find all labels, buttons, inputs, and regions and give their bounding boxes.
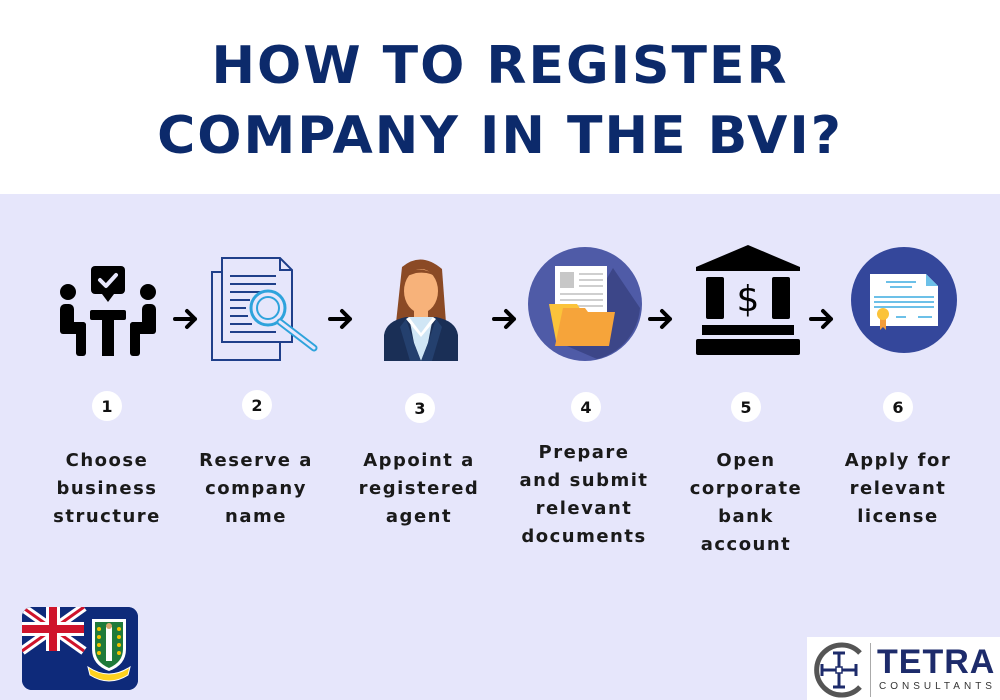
- businesswoman-agent-icon: [384, 259, 458, 361]
- step-label-line: structure: [53, 506, 161, 527]
- svg-text:$: $: [737, 279, 760, 320]
- arrow-right-icon: [328, 309, 352, 329]
- step-label-line: and submit: [519, 470, 649, 491]
- header: HOW TO REGISTER COMPANY IN THE BVI?: [0, 0, 1000, 194]
- page-title-line-2: COMPANY IN THE BVI?: [157, 106, 843, 166]
- step-label-line: Prepare: [538, 442, 630, 463]
- step-label-line: bank: [718, 506, 774, 527]
- step-label-line: documents: [521, 526, 647, 547]
- step-number-6: 6: [883, 392, 913, 422]
- union-jack-icon: [22, 607, 138, 690]
- step-label-line: Choose: [65, 450, 149, 471]
- logo-divider: [870, 643, 871, 697]
- step-number-4: 4: [571, 392, 601, 422]
- step-label-line: relevant: [535, 498, 633, 519]
- arrow-right-icon: [173, 309, 197, 329]
- bvi-flag: [22, 607, 138, 690]
- step-label-line: account: [700, 534, 792, 555]
- meeting-people-icon: [60, 266, 156, 356]
- logo-subtitle: CONSULTANTS: [879, 681, 996, 692]
- logo-name: TETRA: [877, 643, 996, 681]
- folder-documents-icon: [528, 247, 642, 361]
- step-number-2: 2: [242, 390, 272, 420]
- step-number-3: 3: [405, 393, 435, 423]
- step-label-4: Prepare and submit relevant documents: [509, 439, 659, 551]
- arrow-right-icon: [648, 309, 672, 329]
- page-title-line-1: HOW TO REGISTER: [211, 36, 789, 96]
- step-label-line: business: [56, 478, 158, 499]
- tetra-emblem-icon: [814, 642, 862, 698]
- step-label-6: Apply for relevant license: [823, 447, 973, 531]
- step-label-line: agent: [385, 506, 453, 527]
- step-label-line: license: [857, 506, 939, 527]
- step-label-line: Apply for: [844, 450, 952, 471]
- step-label-1: Choose business structure: [32, 447, 182, 531]
- arrow-right-icon: [492, 309, 516, 329]
- step-label-2: Reserve a company name: [181, 447, 331, 531]
- steps-panel: [0, 194, 1000, 700]
- step-label-line: corporate: [689, 478, 803, 499]
- step-label-3: Appoint a registered agent: [344, 447, 494, 531]
- document-search-icon: [211, 257, 318, 361]
- bank-dollar-icon: $: [696, 245, 800, 355]
- step-label-line: registered: [358, 478, 480, 499]
- step-number-1: 1: [92, 391, 122, 421]
- tetra-consultants-logo: TETRA CONSULTANTS: [807, 637, 1000, 700]
- step-label-5: Open corporate bank account: [671, 447, 821, 559]
- step-label-line: name: [225, 506, 287, 527]
- step-number-5: 5: [731, 392, 761, 422]
- step-label-line: Reserve a: [199, 450, 313, 471]
- step-label-line: relevant: [849, 478, 947, 499]
- step-label-line: Appoint a: [363, 450, 475, 471]
- step-label-line: Open: [716, 450, 776, 471]
- certificate-license-icon: [851, 247, 957, 353]
- step-label-line: company: [205, 478, 307, 499]
- arrow-right-icon: [809, 309, 833, 329]
